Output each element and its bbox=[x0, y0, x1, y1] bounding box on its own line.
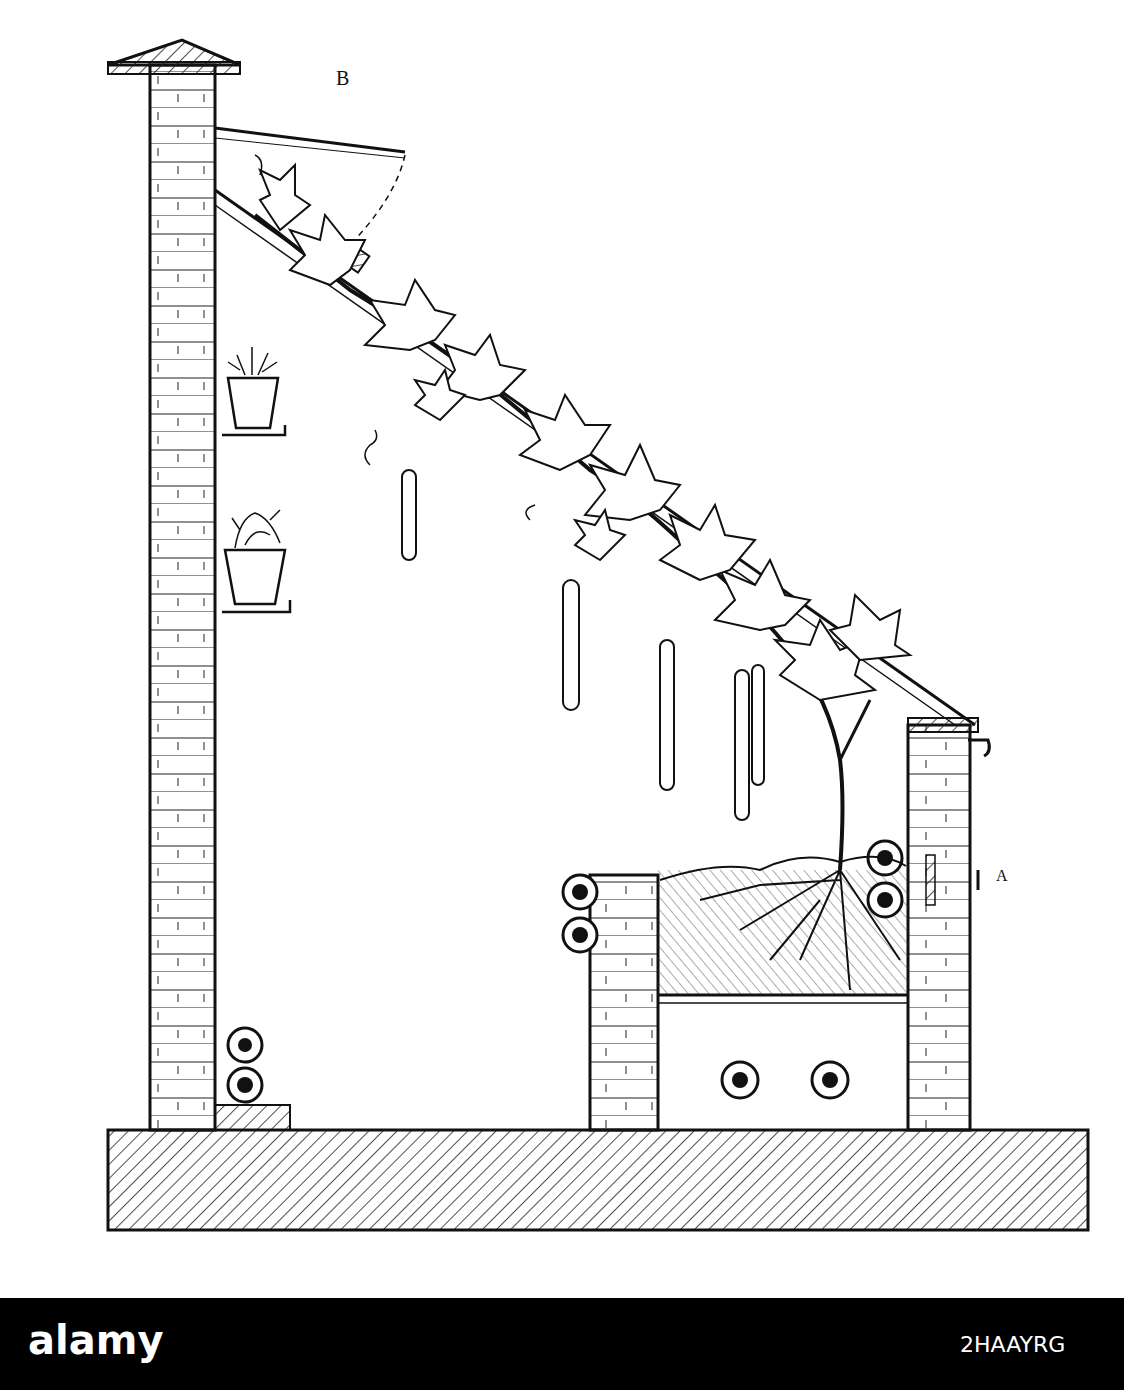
watermark-bar bbox=[0, 1298, 1124, 1390]
callout-letter: B bbox=[336, 68, 349, 88]
back-wall bbox=[150, 65, 215, 1130]
front-wall bbox=[908, 725, 970, 1130]
watermark-id: 2HAAYRG bbox=[960, 1334, 1065, 1356]
watermark-logo: alamy bbox=[28, 1320, 163, 1360]
ground bbox=[108, 1130, 1088, 1230]
callout-letter: A bbox=[996, 868, 1008, 884]
